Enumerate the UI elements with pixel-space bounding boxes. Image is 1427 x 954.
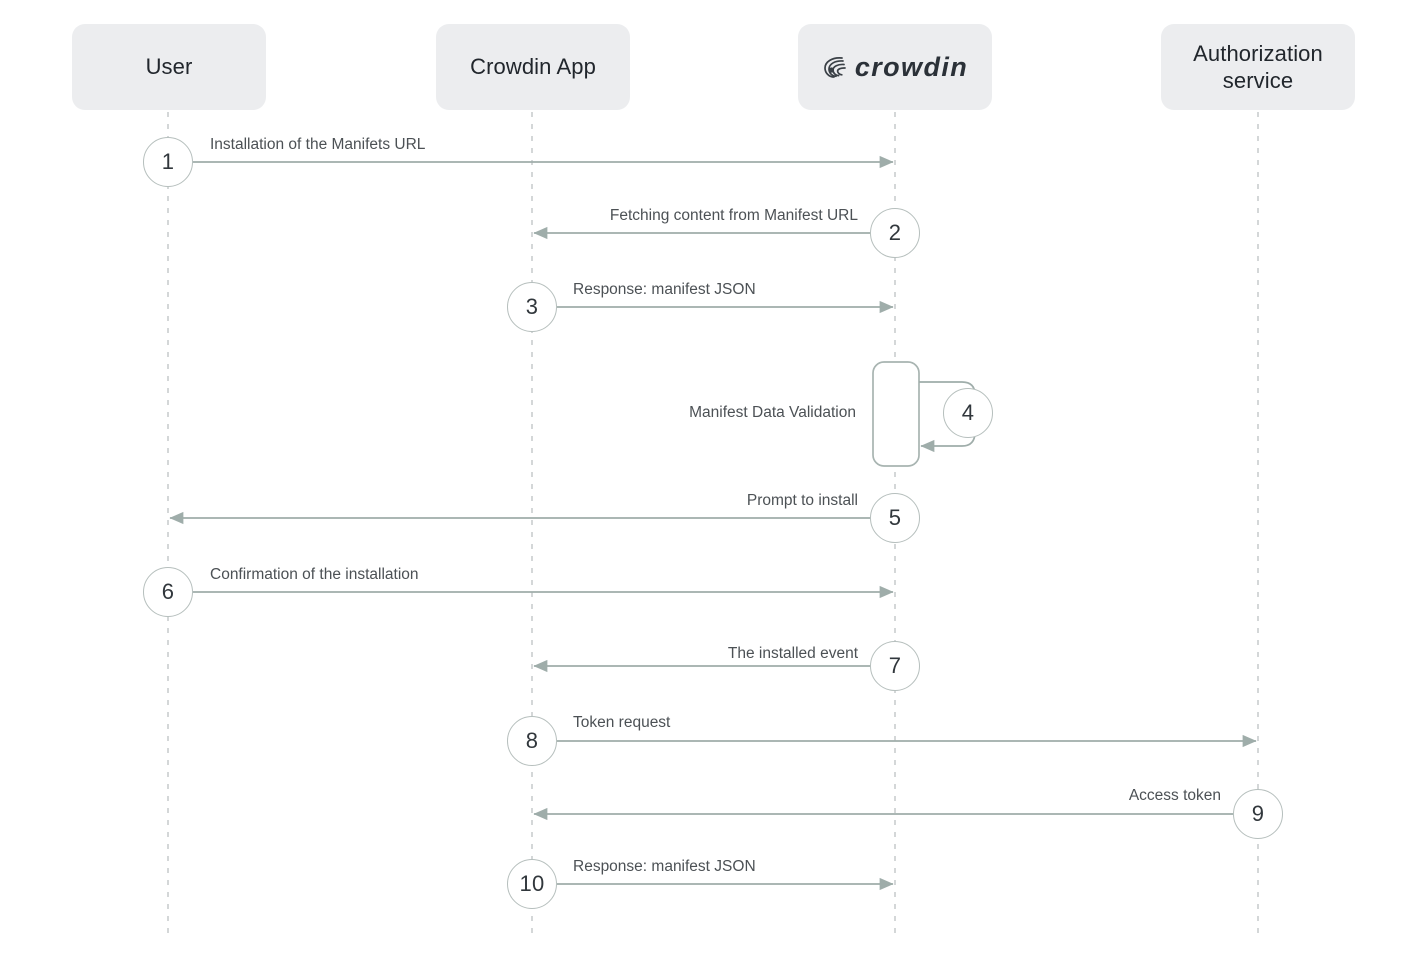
participant-user[interactable]: User xyxy=(72,24,266,110)
self-message-group xyxy=(872,361,976,467)
participant-crowdin-app[interactable]: Crowdin App xyxy=(436,24,630,110)
step-circle-8[interactable]: 8 xyxy=(507,716,557,766)
step-number-2: 2 xyxy=(888,220,902,245)
participant-label-crowdin-app: Crowdin App xyxy=(470,54,596,80)
step-number-8: 8 xyxy=(525,728,539,753)
step-number-1: 1 xyxy=(161,149,175,174)
message-label-step-2: Fetching content from Manifest URL xyxy=(609,207,858,224)
crowdin-swirl-icon xyxy=(823,57,846,78)
step-number-10: 10 xyxy=(519,871,545,896)
participant-crowdin[interactable]: crowdin xyxy=(798,24,992,110)
step-circle-10[interactable]: 10 xyxy=(507,859,557,909)
message-arrows-group xyxy=(169,155,1257,891)
step-number-3: 3 xyxy=(525,294,539,319)
step-circle-1[interactable]: 1 xyxy=(143,137,193,187)
message-label-step-9: Access token xyxy=(1128,787,1221,804)
message-label-step-3: Response: manifest JSON xyxy=(573,281,756,298)
step-circle-2[interactable]: 2 xyxy=(870,208,920,258)
participant-authorization-service[interactable]: Authorization service xyxy=(1161,24,1355,110)
message-label-step-5: Prompt to install xyxy=(746,492,858,509)
step-circle-5[interactable]: 5 xyxy=(870,493,920,543)
step-circle-6[interactable]: 6 xyxy=(143,567,193,617)
message-label-step-1: Installation of the Manifets URL xyxy=(210,136,426,153)
crowdin-logo-wordmark: crowdin xyxy=(854,51,969,82)
step-number-7: 7 xyxy=(888,653,902,678)
message-label-step-7: The installed event xyxy=(727,645,858,662)
message-label-step-10: Response: manifest JSON xyxy=(573,858,756,875)
step-circle-3[interactable]: 3 xyxy=(507,282,557,332)
step-number-6: 6 xyxy=(161,579,175,604)
message-label-step-8: Token request xyxy=(573,714,671,731)
activation-box xyxy=(872,361,920,467)
step-circle-7[interactable]: 7 xyxy=(870,641,920,691)
crowdin-logo: crowdin xyxy=(822,53,968,81)
lifelines-group xyxy=(167,112,1259,936)
step-circle-9[interactable]: 9 xyxy=(1233,789,1283,839)
step-number-5: 5 xyxy=(888,505,902,530)
self-message-label-step-4: Manifest Data Validation xyxy=(689,404,856,421)
participant-label-user: User xyxy=(145,54,193,80)
participant-label-authorization-service: Authorization service xyxy=(1193,40,1323,94)
step-circle-4[interactable]: 4 xyxy=(943,388,993,438)
step-number-4: 4 xyxy=(961,400,975,425)
step-number-9: 9 xyxy=(1251,801,1265,826)
message-label-step-6: Confirmation of the installation xyxy=(210,566,419,583)
